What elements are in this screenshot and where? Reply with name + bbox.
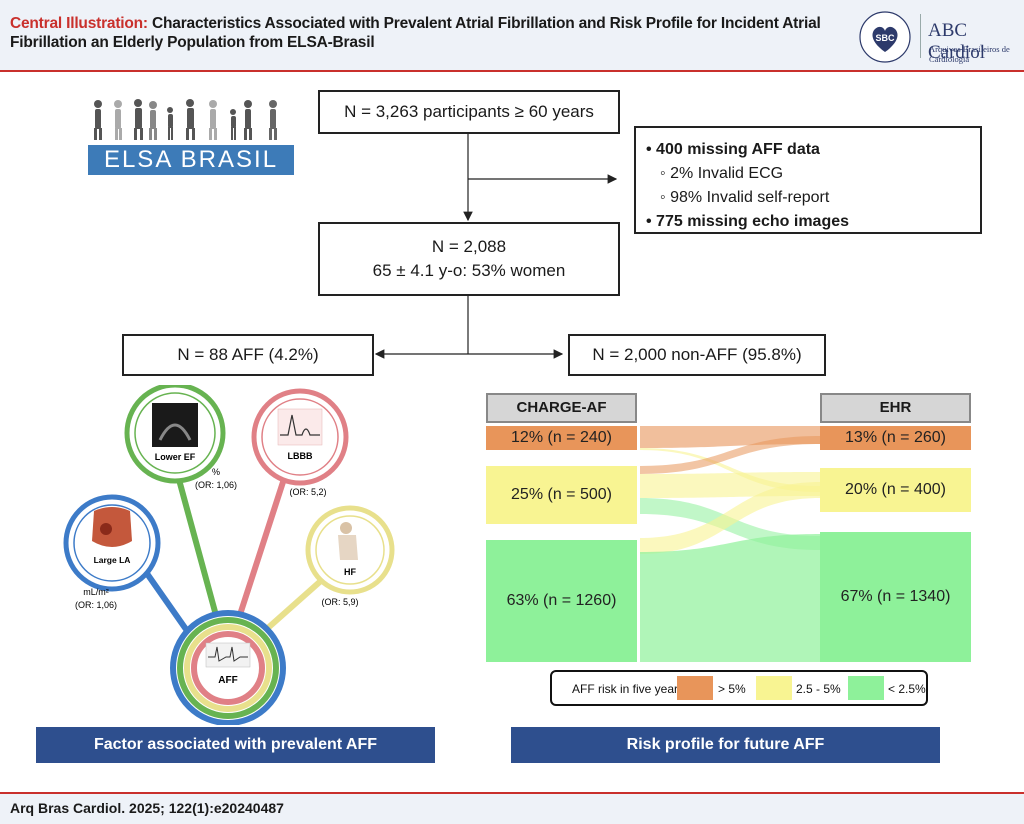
ecg-lbbb-icon (277, 408, 323, 446)
sankey-left-band-high: 12% (n = 240) (486, 426, 637, 450)
exclusion-missing-aff: • 400 missing AFF data (646, 141, 820, 158)
legend-swatch-mid (756, 676, 792, 700)
exclusion-invalid-self-report: ◦ 98% Invalid self-report (660, 189, 830, 206)
factor-hf-label: HF (344, 567, 356, 577)
legend-swatch-low (848, 676, 884, 700)
legend-title: AFF risk in five years (572, 682, 685, 696)
sankey-left-band-mid: 25% (n = 500) (486, 466, 637, 524)
legend-label-mid: 2.5 - 5% (796, 682, 841, 696)
sankey-legend: AFF risk in five years > 5% 2.5 - 5% < 2… (550, 670, 928, 706)
sankey-left-band-high-label: 12% (n = 240) (511, 429, 612, 446)
sankey-right-band-high-label: 13% (n = 260) (845, 429, 946, 446)
box-final-sample: N = 2,088 65 ± 4.1 y-o: 53% women (318, 222, 620, 296)
factor-ef-or: (OR: 1,06) (195, 480, 237, 490)
factor-ef-label: Lower EF (155, 452, 196, 462)
sankey-right-header: EHR (820, 393, 971, 423)
factors-diagram: Lower EF % (OR: 1,06) LBBB (OR: 5,2) Lar… (63, 385, 395, 725)
legend-swatch-high (677, 676, 713, 700)
exclusion-invalid-self-report-text: 98% Invalid self-report (670, 189, 830, 206)
exclusion-invalid-ecg-text: 2% Invalid ECG (670, 165, 784, 182)
title-text: Characteristics Associated with Prevalen… (10, 15, 821, 51)
final-sample-demographics: 65 ± 4.1 y-o: 53% women (372, 261, 566, 280)
sbc-logo: SBC (859, 11, 911, 63)
factor-la-label: Large LA (94, 555, 131, 565)
sankey-left-band-mid-label: 25% (n = 500) (511, 486, 612, 503)
sankey-left-header: CHARGE-AF (486, 393, 637, 423)
box-non-aff: N = 2,000 non-AFF (95.8%) (568, 334, 826, 376)
sankey-right-band-low: 67% (n = 1340) (820, 532, 971, 662)
brand-subtitle: Arquivos Brasileiros de Cardiologia (929, 44, 1010, 64)
aff-center-label: AFF (218, 675, 237, 686)
sankey-right-band-mid: 20% (n = 400) (820, 468, 971, 512)
box-aff: N = 88 AFF (4.2%) (122, 334, 374, 376)
exclusion-missing-echo-text: 775 missing echo images (656, 213, 850, 230)
sbc-text: SBC (875, 33, 895, 43)
factor-lbbb-label: LBBB (288, 451, 313, 461)
sankey-right-band-high: 13% (n = 260) (820, 426, 971, 450)
sankey-left-band-low-label: 63% (n = 1260) (506, 592, 617, 609)
banner-left: Factor associated with prevalent AFF (36, 727, 435, 763)
sankey-right-band-low-label: 67% (n = 1340) (840, 588, 951, 605)
legend-label-low: < 2.5% (888, 682, 926, 696)
factor-lbbb: LBBB (251, 388, 349, 486)
brand-name: ABC Cardiol (928, 20, 985, 63)
factor-large-la: Large LA (63, 494, 161, 592)
ecg-af-icon (205, 642, 251, 668)
exclusion-invalid-ecg: ◦ 2% Invalid ECG (660, 165, 784, 182)
factor-lower-ef: Lower EF (124, 385, 226, 484)
flow-high-mid (640, 448, 820, 492)
factor-la-unit: mL/m² (83, 587, 109, 597)
people-silhouettes (94, 99, 277, 140)
exclusion-missing-aff-text: 400 missing AFF data (656, 141, 820, 158)
factor-hf: HF (305, 505, 395, 595)
box-total-participants: N = 3,263 participants ≥ 60 years (318, 90, 620, 134)
exclusion-missing-echo: • 775 missing echo images (646, 213, 850, 230)
flow-low-mid (640, 482, 820, 554)
sankey-left-band-low: 63% (n = 1260) (486, 540, 637, 662)
factor-ef-unit: % (212, 467, 220, 477)
footer-bar (0, 792, 1024, 824)
flow-mid-high (640, 436, 820, 474)
factor-hf-or: (OR: 5,9) (321, 597, 358, 607)
brand-divider (920, 14, 921, 58)
elsa-brasil-logo: ELSA BRASIL (88, 145, 294, 175)
title-lead: Central Illustration: (10, 15, 148, 32)
factor-lbbb-or: (OR: 5,2) (289, 487, 326, 497)
final-sample-n: N = 2,088 (431, 237, 507, 256)
sankey-flows (640, 426, 820, 662)
sankey-right-band-mid-label: 20% (n = 400) (845, 481, 946, 498)
stem-ef (172, 464, 223, 631)
box-exclusions: • 400 missing AFF data ◦ 2% Invalid ECG … (634, 126, 982, 234)
patient-icon (340, 522, 352, 534)
flow-connectors (374, 134, 618, 359)
legend-label-high: > 5% (718, 682, 746, 696)
aff-center: AFF (170, 610, 286, 725)
page-title: Central Illustration: Characteristics As… (10, 14, 830, 52)
flow-low-low (640, 534, 820, 662)
header-bar (0, 0, 1024, 72)
citation: Arq Bras Cardiol. 2025; 122(1):e20240487 (10, 800, 284, 816)
factor-la-or: (OR: 1,06) (75, 600, 117, 610)
heart-atrium-icon (92, 507, 132, 547)
banner-right: Risk profile for future AFF (511, 727, 940, 763)
